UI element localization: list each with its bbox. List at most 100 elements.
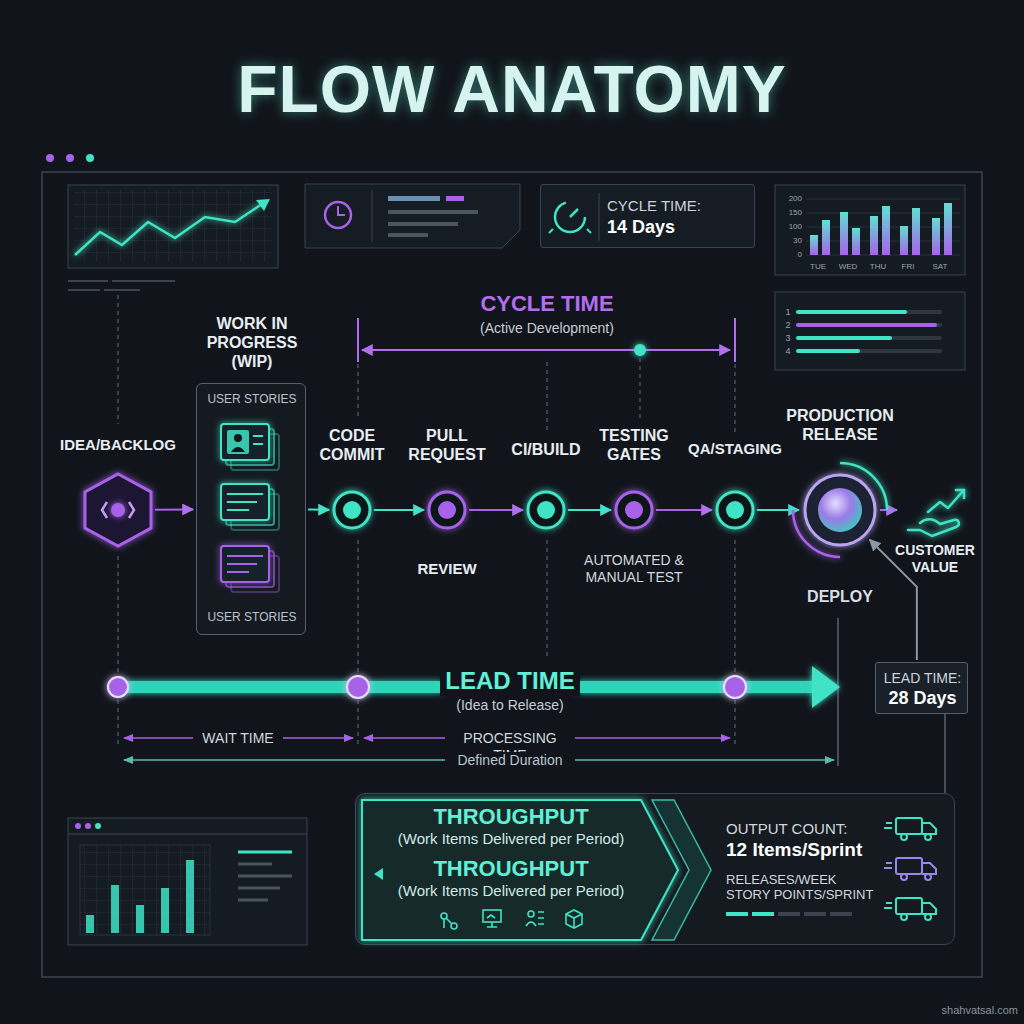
mini-dashboard bbox=[68, 818, 307, 945]
decor-rect bbox=[804, 912, 826, 916]
stage-circle: TESTING GATESAUTOMATED & MANUAL TEST bbox=[614, 490, 654, 530]
flow-arrow bbox=[880, 509, 897, 511]
decor-path bbox=[922, 863, 936, 874]
decor-rect bbox=[388, 233, 428, 237]
decor-path bbox=[256, 199, 270, 211]
decor-rect bbox=[161, 888, 169, 933]
list-widget bbox=[775, 292, 965, 370]
decor-path bbox=[908, 520, 959, 536]
decor-line bbox=[886, 822, 892, 824]
decor-path bbox=[922, 903, 936, 914]
node-label: PULL REQUEST bbox=[402, 426, 492, 464]
node-shape bbox=[427, 490, 467, 530]
decor-line bbox=[238, 899, 268, 902]
flow-arrow bbox=[374, 509, 424, 511]
decor-line bbox=[886, 902, 892, 904]
stage-circle: PULL REQUESTREVIEW bbox=[427, 490, 467, 530]
decor-rect bbox=[118, 681, 445, 693]
decor-rect bbox=[882, 206, 890, 255]
decor-path bbox=[549, 229, 591, 233]
decor-line bbox=[806, 199, 960, 200]
decor-line bbox=[117, 700, 118, 745]
decor-circle bbox=[634, 344, 646, 356]
decor-line bbox=[117, 295, 118, 424]
decor-line bbox=[117, 556, 118, 674]
decor-line bbox=[884, 907, 892, 909]
node-label: WORK IN PROGRESS (WIP) bbox=[190, 314, 314, 372]
decor-g bbox=[908, 490, 964, 536]
annotation-label: SAT bbox=[925, 262, 955, 272]
decor-g bbox=[238, 852, 292, 900]
decor-path bbox=[305, 184, 520, 248]
decor-line bbox=[639, 358, 640, 420]
decor-line bbox=[734, 364, 735, 432]
decor-rect bbox=[221, 546, 269, 582]
decor-circle bbox=[429, 492, 465, 528]
main-frame bbox=[42, 172, 982, 977]
decor-line bbox=[253, 443, 263, 445]
decor-rect bbox=[852, 228, 860, 255]
node-label: PRODUCTION RELEASE bbox=[780, 406, 900, 444]
decor-line bbox=[734, 700, 735, 745]
decor-line bbox=[798, 310, 940, 314]
leader-line bbox=[944, 714, 945, 793]
decor-circle bbox=[555, 202, 585, 232]
decor-g bbox=[441, 910, 582, 929]
decor-g bbox=[884, 818, 936, 840]
decor-circle bbox=[901, 914, 907, 920]
node-shape bbox=[614, 490, 654, 530]
metric-card: CYCLE TIME:14 Days bbox=[540, 184, 755, 248]
annotation-label: 200 bbox=[778, 194, 802, 204]
decor-rect bbox=[775, 292, 965, 370]
decor-path bbox=[487, 915, 497, 927]
decor-circle bbox=[343, 501, 361, 519]
annotation-label: Defined Duration bbox=[450, 752, 570, 769]
decor-g bbox=[798, 312, 940, 351]
decor-line bbox=[798, 349, 940, 353]
decor-rect bbox=[388, 210, 478, 214]
node-label: CUSTOMER VALUE bbox=[888, 542, 982, 576]
decor-circle bbox=[726, 501, 744, 519]
decor-rect bbox=[810, 235, 818, 255]
decor-line bbox=[253, 435, 263, 437]
annotation-label: 0 bbox=[778, 250, 802, 260]
throughput-panel: THROUGHPUT(Work Items Delivered per Peri… bbox=[355, 793, 955, 945]
decor-circle bbox=[805, 475, 875, 545]
decor-rect bbox=[68, 185, 278, 268]
decor-g bbox=[86, 860, 194, 933]
title: FLOW ANATOMY bbox=[0, 50, 1024, 129]
decor-line bbox=[357, 540, 358, 674]
clock-widget bbox=[305, 184, 520, 248]
metric-box: LEAD TIME:28 Days bbox=[875, 662, 968, 714]
decor-circle bbox=[717, 492, 753, 528]
node-label: (Work Items Delivered per Period) bbox=[361, 830, 661, 848]
node-label: (Work Items Delivered per Period) bbox=[361, 882, 661, 900]
decor-line bbox=[238, 851, 292, 854]
decor-rect bbox=[575, 681, 820, 693]
decor-rect bbox=[726, 912, 748, 916]
decor-line bbox=[798, 310, 905, 314]
decor-line bbox=[798, 336, 890, 340]
decor-rect bbox=[870, 216, 878, 255]
decor-path bbox=[922, 823, 936, 834]
decor-line bbox=[798, 323, 935, 327]
annotation-label: 100 bbox=[778, 222, 802, 232]
decor-path bbox=[566, 910, 582, 928]
decor-line bbox=[599, 193, 600, 241]
decor-circle bbox=[925, 874, 931, 880]
flow-arrow bbox=[308, 509, 329, 511]
annotation-label: WAIT TIME bbox=[193, 730, 283, 747]
annotation-label: THU bbox=[863, 262, 893, 272]
decor-rect bbox=[388, 196, 440, 201]
node-shape bbox=[900, 480, 970, 540]
decor-circle bbox=[925, 914, 931, 920]
decor-circle bbox=[234, 434, 242, 442]
decor-line bbox=[238, 863, 272, 866]
decor-line bbox=[227, 493, 263, 495]
decor-polygon bbox=[85, 474, 151, 546]
stage-circle: CI/BUILD bbox=[526, 490, 566, 530]
node-label: 28 Days bbox=[876, 688, 969, 710]
decor-line bbox=[798, 336, 940, 340]
annotation-label: (Idea to Release) bbox=[440, 697, 580, 714]
